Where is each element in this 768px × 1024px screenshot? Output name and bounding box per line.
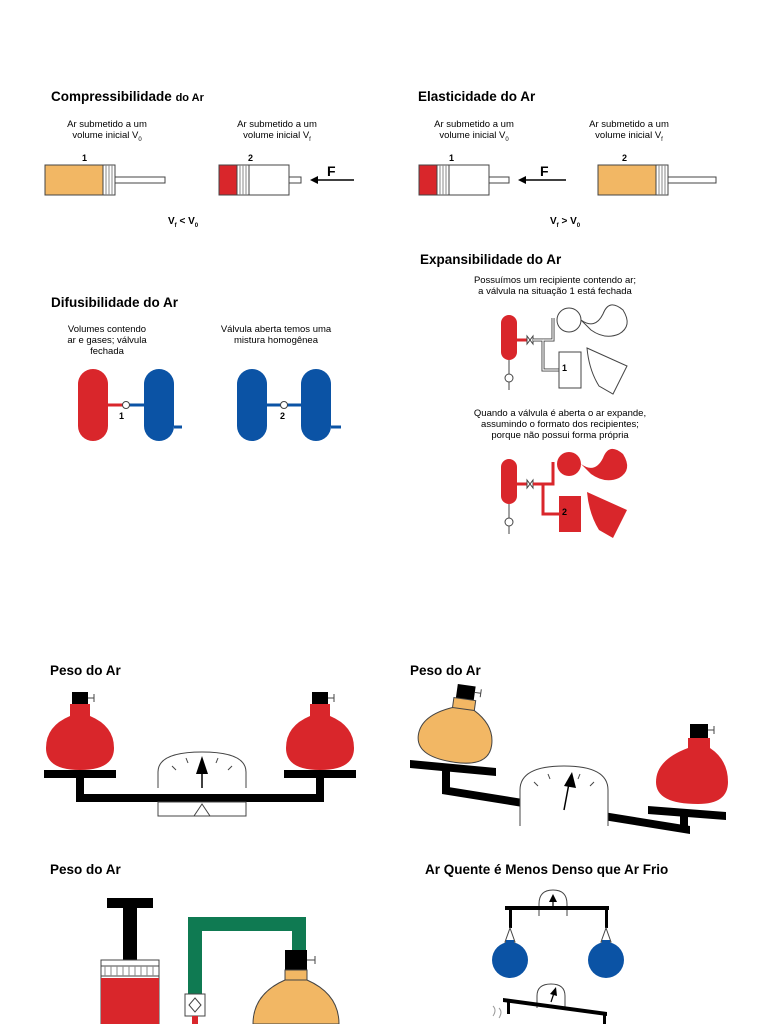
compress-caption-2: Ar submetido a um volume inicial Vf xyxy=(237,119,317,143)
expand-label-2: 2 xyxy=(562,507,568,517)
compress-title: Compressibilidade do Ar xyxy=(51,89,204,104)
weight2-balance-diagram xyxy=(410,683,728,834)
compress-label-2: 2 xyxy=(248,153,254,163)
elastic-label-1: 1 xyxy=(449,153,455,163)
diffuse-diagram-closed xyxy=(78,369,182,441)
compress-force-label: F xyxy=(327,163,336,179)
weight1-balance-diagram xyxy=(44,692,356,817)
weight1-title: Peso do Ar xyxy=(50,663,121,678)
elastic-formula: Vf > V0 xyxy=(550,216,581,229)
elastic-title: Elasticidade do Ar xyxy=(418,89,536,104)
expand-title: Expansibilidade do Ar xyxy=(420,252,562,267)
weight2-title: Peso do Ar xyxy=(410,663,481,678)
hotair-title: Ar Quente é Menos Denso que Ar Frio xyxy=(425,862,669,877)
compress-cylinder-1 xyxy=(44,164,166,196)
elastic-caption-1: Ar submetido a um volume inicial V0 xyxy=(434,119,514,143)
elastic-force-label: F xyxy=(540,163,549,179)
expand-caption-1: Possuímos um recipiente contendo ar;a vá… xyxy=(473,275,637,297)
expand-diagram-open xyxy=(501,448,628,538)
diffuse-diagram-open xyxy=(237,369,341,441)
compress-label-1: 1 xyxy=(82,153,88,163)
elastic-label-2: 2 xyxy=(622,153,628,163)
expand-label-1: 1 xyxy=(562,363,568,373)
compress-formula: Vf < V0 xyxy=(168,216,199,229)
weight3-title: Peso do Ar xyxy=(50,862,121,877)
weight3-pump-diagram xyxy=(100,898,340,1024)
expand-caption-2: Quando a válvula é aberta o ar expande,a… xyxy=(473,408,647,441)
elastic-cylinder-1 xyxy=(418,164,566,196)
elastic-cylinder-2 xyxy=(597,164,717,196)
diffuse-label-2: 2 xyxy=(280,411,286,421)
compress-caption-1: Ar submetido a um volume inicial V0 xyxy=(67,119,147,143)
diffuse-label-1: 1 xyxy=(119,411,125,421)
hotair-balance-diagram xyxy=(492,889,624,1024)
expand-diagram-closed xyxy=(501,304,628,395)
diffuse-title: Difusibilidade do Ar xyxy=(51,295,179,310)
compress-cylinder-2 xyxy=(218,164,354,196)
elastic-caption-2: Ar submetido a um volume inicial Vf xyxy=(589,119,669,143)
